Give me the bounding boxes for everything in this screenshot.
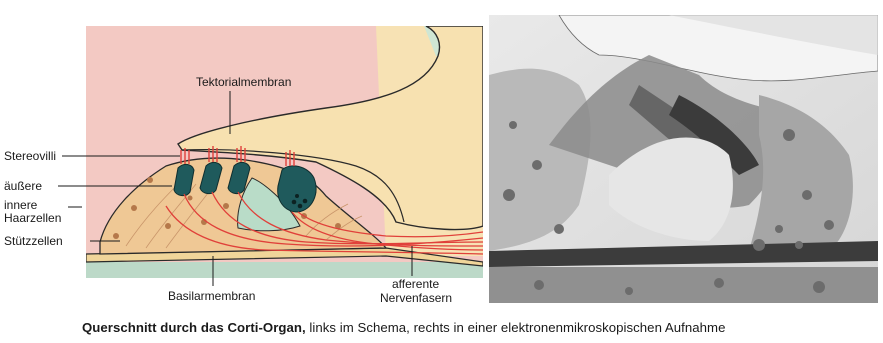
label-tektorialmembran: Tektorialmembran (196, 76, 291, 89)
label-haarzellen: Haarzellen (4, 212, 61, 225)
label-stuetzzellen: Stützzellen (4, 235, 63, 248)
micrograph-svg (489, 15, 878, 303)
label-afferente: afferente (392, 278, 439, 291)
label-basilarmembran: Basilarmembran (168, 290, 255, 303)
figure-caption: Querschnitt durch das Corti-Organ, links… (82, 320, 882, 335)
caption-bold: Querschnitt durch das Corti-Organ, (82, 320, 306, 335)
caption-rest: links im Schema, rechts in einer elektro… (306, 320, 726, 335)
label-aeussere: äußere (4, 180, 42, 193)
electron-micrograph (489, 15, 878, 303)
label-stereovilli: Stereovilli (4, 150, 56, 163)
label-nervenfasern: Nervenfasern (380, 292, 452, 305)
